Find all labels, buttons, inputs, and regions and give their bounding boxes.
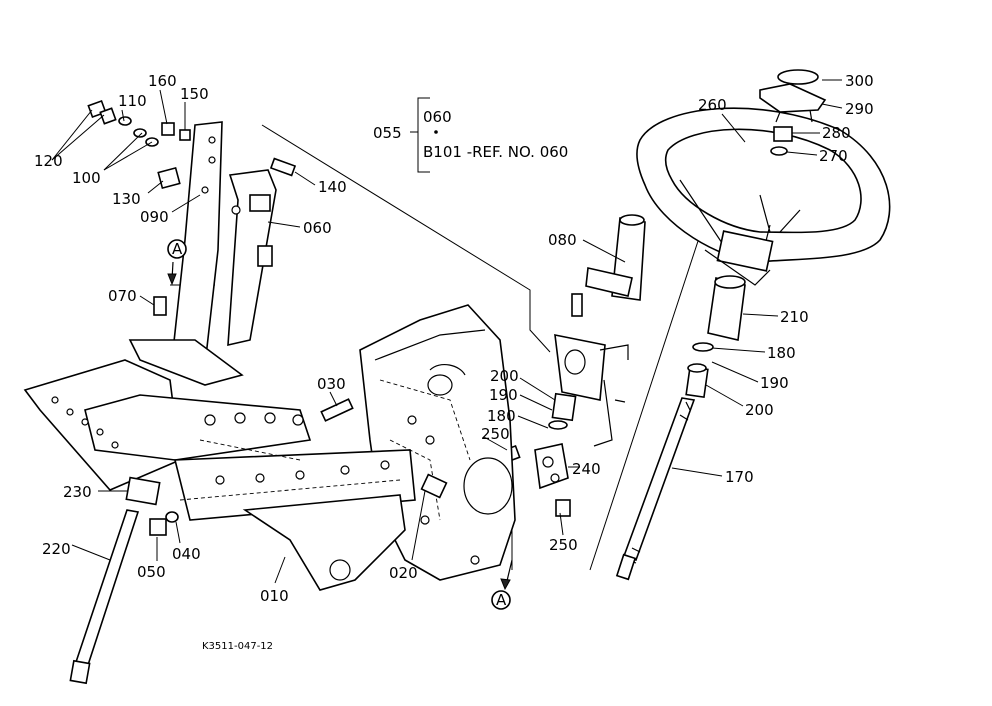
label-070: 070 xyxy=(108,287,137,305)
label-270: 270 xyxy=(819,147,848,165)
bolt-070 xyxy=(153,296,167,316)
steering-wheel xyxy=(636,107,891,286)
washer-270 xyxy=(770,146,788,156)
marker-a-bottom-label: A xyxy=(496,591,507,609)
label-280: 280 xyxy=(822,124,851,142)
lower-shaft xyxy=(69,476,161,685)
bolt-140 xyxy=(269,157,297,177)
reference-dot xyxy=(434,130,438,134)
label-300: 300 xyxy=(845,72,874,90)
steering-shaft xyxy=(615,397,696,581)
label-050: 050 xyxy=(137,563,166,581)
bolt-130 xyxy=(157,166,181,190)
marker-a-top-label: A xyxy=(172,240,183,258)
nut-120b xyxy=(99,107,117,125)
column-support xyxy=(548,214,646,447)
bolt-020 xyxy=(420,473,448,499)
label-250b: 250 xyxy=(549,536,578,554)
main-frame xyxy=(23,359,416,591)
label-020: 020 xyxy=(389,564,418,582)
nut-050 xyxy=(149,518,167,536)
label-100: 100 xyxy=(72,169,101,187)
label-180a: 180 xyxy=(767,344,796,362)
label-010: 010 xyxy=(260,587,289,605)
label-150: 150 xyxy=(180,85,209,103)
label-080: 080 xyxy=(548,231,577,249)
washer-110 xyxy=(118,116,132,126)
ref-item-bottom: B101 -REF. NO. 060 xyxy=(423,143,568,161)
label-110: 110 xyxy=(118,92,147,110)
reference-line-frame xyxy=(261,124,551,353)
marker-a-bottom xyxy=(491,590,511,610)
washer-040 xyxy=(165,511,179,523)
label-190a: 190 xyxy=(760,374,789,392)
stud-030 xyxy=(320,398,354,422)
label-240: 240 xyxy=(572,460,601,478)
label-120: 120 xyxy=(34,152,63,170)
label-290: 290 xyxy=(845,100,874,118)
label-160: 160 xyxy=(148,72,177,90)
label-200b: 200 xyxy=(490,367,519,385)
ref-item-top: 060 xyxy=(423,108,452,126)
label-130: 130 xyxy=(112,190,141,208)
drawing-number: K3511-047-12 xyxy=(202,641,273,652)
label-200a: 200 xyxy=(745,401,774,419)
label-190b: 190 xyxy=(489,386,518,404)
universal-joint xyxy=(501,443,571,517)
nut-280 xyxy=(773,126,793,142)
steering-column-tube xyxy=(685,275,746,399)
label-260: 260 xyxy=(698,96,727,114)
horn-plate xyxy=(759,83,827,113)
label-210: 210 xyxy=(780,308,809,326)
label-140: 140 xyxy=(318,178,347,196)
nut-160 xyxy=(161,122,175,136)
reference-bracket xyxy=(410,97,430,173)
horn-cap xyxy=(777,69,819,85)
ref-group-number: 055 xyxy=(373,124,402,142)
label-170: 170 xyxy=(725,468,754,486)
label-060: 060 xyxy=(303,219,332,237)
label-180b: 180 xyxy=(487,407,516,425)
label-230: 230 xyxy=(63,483,92,501)
label-220: 220 xyxy=(42,540,71,558)
label-040: 040 xyxy=(172,545,201,563)
label-250a: 250 xyxy=(481,425,510,443)
label-030: 030 xyxy=(317,375,346,393)
label-090: 090 xyxy=(140,208,169,226)
marker-a-top xyxy=(167,239,187,259)
leader-lines xyxy=(51,79,843,584)
washer-150 xyxy=(179,129,191,141)
steering-axis-line xyxy=(589,234,701,571)
column-bracket xyxy=(128,121,277,386)
washer-100a xyxy=(133,128,147,138)
